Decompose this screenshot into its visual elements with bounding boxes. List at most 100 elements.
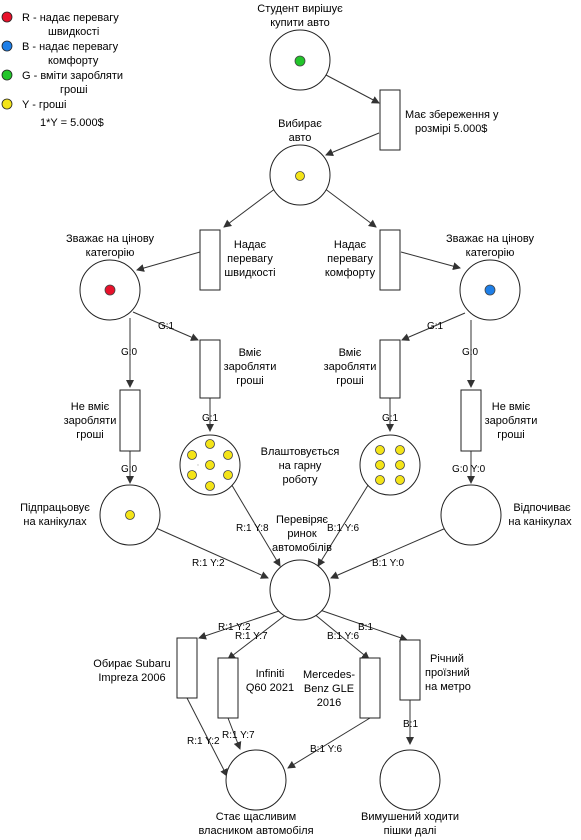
student-label-1: Студент вирішує xyxy=(257,3,343,15)
token-yellow-jr-2 xyxy=(395,445,405,455)
no-earn-left-label-2: заробляти xyxy=(64,415,117,427)
arc-market-infiniti xyxy=(227,612,289,660)
price-right-label-2: категорію xyxy=(466,247,515,259)
legend-blue-line2: комфорту xyxy=(48,55,99,67)
no-earn-left-label-1: Не вміє xyxy=(71,401,110,413)
arc-rest-market xyxy=(330,527,447,579)
job-label-3: роботу xyxy=(282,474,318,486)
price-right-label-1: Зважає на цінову xyxy=(446,233,534,245)
arc-label-g0y0-right-out: G:0 Y:0 xyxy=(452,464,486,475)
earn-left-label-2: заробляти xyxy=(224,361,277,373)
arc-mercedes-happy xyxy=(287,717,371,769)
arc-labels: G:1 G:0 G:1 G:0 G:1 G:0 G:1 G:0 Y:0 R:1 … xyxy=(121,321,486,755)
metro-label-3: на метро xyxy=(425,681,471,693)
token-yellow-jl-1 xyxy=(205,439,215,449)
tokens xyxy=(104,55,496,520)
arc-label-r1y2-in: R:1 Y:2 xyxy=(192,558,225,569)
token-blue xyxy=(484,284,496,296)
earn-right-label-2: заробляти xyxy=(324,361,377,373)
token-yellow-jl-7 xyxy=(205,481,215,491)
arc-priceright-earn xyxy=(401,312,466,341)
legend-green-line1: G - вміти заробляти xyxy=(22,70,123,82)
arc-market-subaru xyxy=(198,609,283,640)
place-happy xyxy=(225,749,287,811)
arc-infiniti-happy xyxy=(227,717,242,750)
token-green xyxy=(294,55,306,67)
token-red xyxy=(104,284,116,296)
arc-label-r1y2-out: R:1 Y:2 xyxy=(218,622,251,633)
arc-comfort-priceright xyxy=(400,251,461,271)
walk-label-2: пішки далі xyxy=(384,825,437,837)
token-yellow-jr-6 xyxy=(395,475,405,485)
token-yellow-jr-3 xyxy=(375,460,385,470)
choose-label-1: Вибирає xyxy=(278,118,322,130)
arc-market-mercedes xyxy=(312,612,370,660)
arcs xyxy=(126,74,475,777)
place-labels: Студент вирішує купити авто Вибирає авто… xyxy=(20,3,572,837)
earn-right-label-3: гроші xyxy=(336,375,364,387)
speed-label-3: швидкості xyxy=(224,267,275,279)
no-earn-right-label-2: заробляти xyxy=(485,415,538,427)
token-yellow-jl-4 xyxy=(205,460,215,470)
arc-label-r1y8: R:1 Y:8 xyxy=(236,523,269,534)
transition-labels: Має збереження у розмірі 5.000$ Надає пе… xyxy=(64,109,538,709)
market-label-1: Перевіряє xyxy=(276,514,328,526)
arc-label-g0-left-out: G:0 xyxy=(121,464,138,475)
place-rest xyxy=(440,484,502,546)
arc-label-g1-right-out: G:1 xyxy=(382,413,399,424)
part-time-label-1: Підпрацьовує xyxy=(20,502,90,514)
legend-blue-dot xyxy=(1,40,13,52)
transition-mercedes xyxy=(359,657,381,719)
transition-earn-left xyxy=(199,339,221,399)
arc-market-metro xyxy=(319,609,408,642)
arc-speed-priceleft xyxy=(136,251,201,272)
token-yellow-parttime xyxy=(125,510,135,520)
subaru-label-2: Impreza 2006 xyxy=(98,672,165,684)
metro-label-2: проїзний xyxy=(425,667,470,679)
earn-right-label-1: Вміє xyxy=(339,347,362,359)
earn-left-label-3: гроші xyxy=(236,375,264,387)
places xyxy=(79,29,521,811)
transition-infiniti xyxy=(217,657,239,719)
legend: R - надає перевагу швидкості B - надає п… xyxy=(1,11,123,129)
infiniti-label-2: Q60 2021 xyxy=(246,682,294,694)
arc-jobleft-market xyxy=(229,481,281,567)
token-yellow-jl-3 xyxy=(223,450,233,460)
arc-label-b1y6-happy: B:1 Y:6 xyxy=(310,744,343,755)
mercedes-label-3: 2016 xyxy=(317,697,341,709)
token-yellow-jr-4 xyxy=(395,460,405,470)
token-yellow-jl-5 xyxy=(187,470,197,480)
arc-student-savings xyxy=(325,74,380,104)
transition-metro xyxy=(399,639,421,701)
legend-green-line2: гроші xyxy=(60,84,88,96)
legend-green-dot xyxy=(1,69,13,81)
arc-label-b1y6-out: B:1 Y:6 xyxy=(327,631,360,642)
legend-red-dot xyxy=(1,11,13,23)
arc-jobright-market xyxy=(317,481,371,567)
place-job-right xyxy=(359,434,421,496)
price-left-label-1: Зважає на цінову xyxy=(66,233,154,245)
transition-no-earn-left xyxy=(119,389,141,452)
arc-label-g1-left-out: G:1 xyxy=(202,413,219,424)
token-yellow-jl-2 xyxy=(187,450,197,460)
arc-label-b1-walk: B:1 xyxy=(403,719,418,730)
token-yellow-jr-1 xyxy=(375,445,385,455)
transition-no-earn-right xyxy=(460,389,482,452)
job-label-2: на гарну xyxy=(279,460,322,472)
arc-choose-comfort xyxy=(323,187,377,228)
happy-label-2: власником автомобіля xyxy=(198,825,313,837)
arc-label-b1y6-in: B:1 Y:6 xyxy=(327,523,360,534)
arc-label-g0-right: G:0 xyxy=(462,347,479,358)
place-walk xyxy=(379,749,441,811)
arc-choose-speed xyxy=(223,187,277,228)
arc-subaru-happy xyxy=(186,697,228,777)
no-earn-right-label-3: гроші xyxy=(497,429,525,441)
price-left-label-2: категорію xyxy=(86,247,135,259)
token-yellow-choose xyxy=(295,171,305,181)
speed-label-2: перевагу xyxy=(227,253,273,265)
token-yellow-jl-6 xyxy=(223,470,233,480)
student-label-2: купити авто xyxy=(270,17,330,29)
arc-label-r1y2-happy: R:1 Y:2 xyxy=(187,736,220,747)
market-label-3: автомобілів xyxy=(272,542,332,554)
